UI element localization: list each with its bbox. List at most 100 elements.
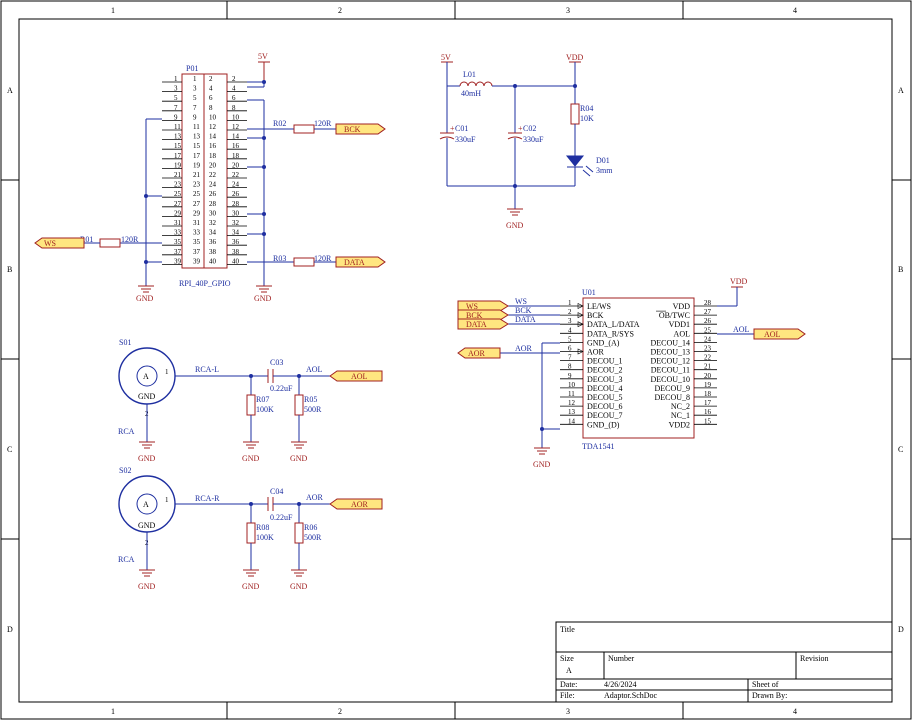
port-ws-header[interactable]: WS (34, 237, 85, 249)
r08-label: R08 (256, 523, 269, 532)
file-label: File: (560, 691, 575, 700)
port-bck-header-text: BCK (344, 125, 361, 134)
ic-pin-num-left: 2 (568, 308, 572, 316)
c03-label: C03 (270, 358, 283, 367)
header-pin-num-inner-left: 9 (193, 113, 197, 121)
aol-net-ic: AOL (733, 325, 750, 334)
header-pin-num-inner-left: 27 (193, 200, 201, 208)
port-aor-left[interactable]: AOR (329, 498, 383, 510)
header-pin-num-outer-right: 26 (232, 190, 240, 198)
ic-ref: U01 (582, 288, 596, 297)
port-ws-ic[interactable]: WS (457, 300, 509, 312)
header-pin-num-outer-left: 11 (174, 123, 181, 131)
ic-wiring: WS BCK DATA AOR GND VDD AOL (500, 277, 754, 469)
ic-pin-num-left: 4 (568, 326, 572, 334)
date-label: Date: (560, 680, 577, 689)
ic-pin-num-right: 17 (704, 399, 712, 407)
port-data-header-text: DATA (344, 258, 365, 267)
port-aor-ic[interactable]: AOR (457, 347, 501, 359)
ic-pin-num-right: 25 (704, 326, 712, 334)
row-label-c-right: C (898, 445, 903, 454)
ic-pin-num-right: 16 (704, 408, 712, 416)
col-label-2-bottom: 2 (338, 707, 342, 716)
ic-pin-num-right: 19 (704, 381, 712, 389)
header-pin-num-inner-left: 37 (193, 248, 201, 256)
ic-input-arrow (577, 348, 584, 355)
header-pin-num-outer-left: 31 (174, 219, 182, 227)
ic-pin-num-left: 5 (568, 335, 572, 343)
row-label-c: C (7, 445, 12, 454)
ic-pin-name-left: DECOU_7 (587, 411, 623, 420)
header-pin-num-outer-left: 23 (174, 181, 182, 189)
vdd-label-ic: VDD (730, 277, 748, 286)
r07-label: R07 (256, 395, 269, 404)
header-pin-num-inner-right: 2 (209, 75, 213, 83)
ic-pin-name-left: AOR (587, 348, 605, 357)
header-pin-num-inner-left: 21 (193, 171, 201, 179)
ic-pin-num-right: 15 (704, 417, 712, 425)
header-pin-num-inner-left: 31 (193, 219, 201, 227)
header-pin-num-outer-left: 15 (174, 142, 182, 150)
ic-pin-name-right: DECOU_12 (650, 357, 690, 366)
header-pin-num-outer-right: 6 (232, 94, 236, 102)
header-pin-num-outer-right: 22 (232, 171, 240, 179)
row-label-a: A (7, 86, 13, 95)
ic-pin-num-right: 23 (704, 345, 712, 353)
r06-value: 500R (304, 533, 322, 542)
port-aol-ic[interactable]: AOL (753, 328, 806, 340)
ic-pin-num-right: 21 (704, 363, 712, 371)
col-label-1-bottom: 1 (111, 707, 115, 716)
header-pin-num-inner-right: 8 (209, 104, 213, 112)
header-pin-num-inner-right: 22 (209, 171, 217, 179)
header-pin-num-inner-right: 12 (209, 123, 217, 131)
header-pin-num-inner-right: 36 (209, 238, 217, 246)
col-label-4-bottom: 4 (793, 707, 797, 716)
header-pin-num-inner-left: 1 (193, 75, 197, 83)
port-data-header[interactable]: DATA (335, 256, 386, 268)
rca-s01-section: S01 A GND RCA 1 2 GND RCA-L C03 0.22uF A… (118, 338, 330, 463)
revision-label: Revision (800, 654, 828, 663)
header-pin-num-outer-left: 33 (174, 229, 182, 237)
ic-pin-name-left: DECOU_2 (587, 366, 623, 375)
header-pin-num-outer-left: 17 (174, 152, 182, 160)
svg-text:+: + (518, 124, 523, 133)
port-bck-header[interactable]: BCK (335, 123, 386, 135)
row-label-d-right: D (898, 625, 904, 634)
header-pin-num-outer-left: 35 (174, 238, 182, 246)
port-data-ic[interactable]: DATA (457, 318, 509, 330)
ic-pin-num-left: 7 (568, 354, 572, 362)
port-bck-ic[interactable]: BCK (457, 309, 509, 321)
v5-label-header: 5V (258, 52, 268, 61)
s02-rca-label: RCA (118, 555, 135, 564)
port-aor-ic-text: AOR (468, 349, 486, 358)
port-aol-left[interactable]: AOL (329, 370, 383, 382)
number-label: Number (608, 654, 635, 663)
header-pin-num-inner-left: 11 (193, 123, 200, 131)
header-pin-num-inner-right: 4 (209, 85, 213, 93)
gnd-label-ic: GND (533, 460, 551, 469)
r03-label: R03 (273, 254, 286, 263)
header-pin-num-outer-left: 3 (174, 85, 178, 93)
sheet-label: Sheet of (752, 680, 779, 689)
header-pin-num-inner-left: 5 (193, 94, 197, 102)
ic-pin-name-left: DATA_L/DATA (587, 320, 640, 329)
port-ws-ic-text: WS (466, 302, 478, 311)
r03-value: 120R (314, 254, 332, 263)
ic-pin-name-left: GND_(D) (587, 420, 620, 429)
header-pin-num-outer-right: 16 (232, 142, 240, 150)
row-label-b-right: B (898, 265, 903, 274)
ic-pin-name-right: NC_1 (671, 411, 690, 420)
gnd-label-r08: GND (242, 582, 260, 591)
title-block: Title Size A Number Revision Date: 4/26/… (555, 621, 893, 703)
ic-pin-num-left: 13 (568, 408, 576, 416)
r06-label: R06 (304, 523, 317, 532)
size-label: Size (560, 654, 574, 663)
c01-value: 330uF (455, 135, 476, 144)
d01-value: 3mm (596, 166, 613, 175)
r02-value: 120R (314, 119, 332, 128)
ic-pin-name-right: DECOU_11 (651, 366, 690, 375)
header-pin-num-outer-right: 32 (232, 219, 240, 227)
